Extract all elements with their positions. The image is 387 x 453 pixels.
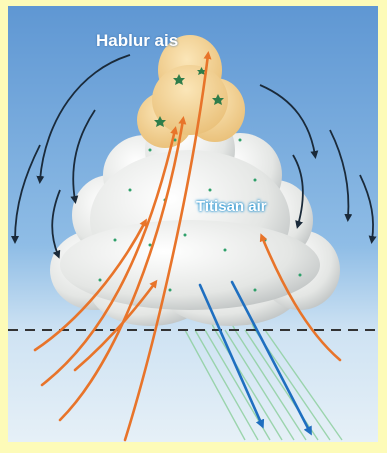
water-droplets-label: Titisan air bbox=[196, 198, 267, 215]
water-droplet-icon bbox=[169, 289, 172, 292]
water-droplet-icon bbox=[149, 149, 152, 152]
water-droplet-icon bbox=[99, 279, 102, 282]
water-droplet-icon bbox=[129, 189, 132, 192]
water-droplet-icon bbox=[239, 139, 242, 142]
water-droplet-icon bbox=[184, 234, 187, 237]
water-droplet-icon bbox=[114, 239, 117, 242]
water-droplet-icon bbox=[254, 179, 257, 182]
water-droplet-icon bbox=[299, 274, 302, 277]
water-droplet-icon bbox=[209, 189, 212, 192]
water-droplet-icon bbox=[224, 249, 227, 252]
ice-crystals-label: Hablur ais bbox=[96, 31, 178, 51]
water-droplet-icon bbox=[254, 289, 257, 292]
water-droplet-icon bbox=[149, 244, 152, 247]
